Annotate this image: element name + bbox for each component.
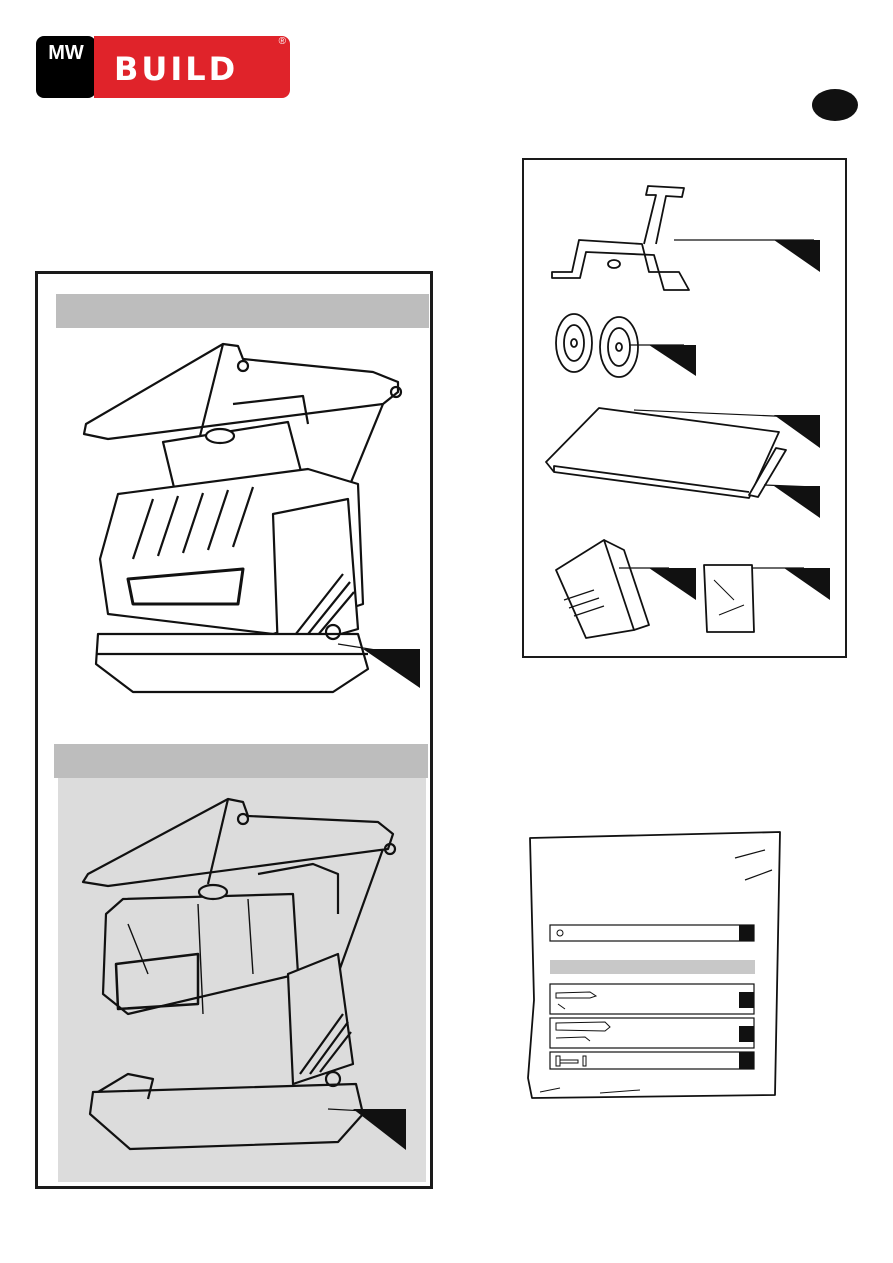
hardware-row-1 [550,925,754,941]
hardware-row-3 [550,1018,754,1048]
hardware-row-4 [550,1052,754,1069]
hardware-row-2 [550,984,754,1014]
hardware-subheader-bar [550,960,755,974]
